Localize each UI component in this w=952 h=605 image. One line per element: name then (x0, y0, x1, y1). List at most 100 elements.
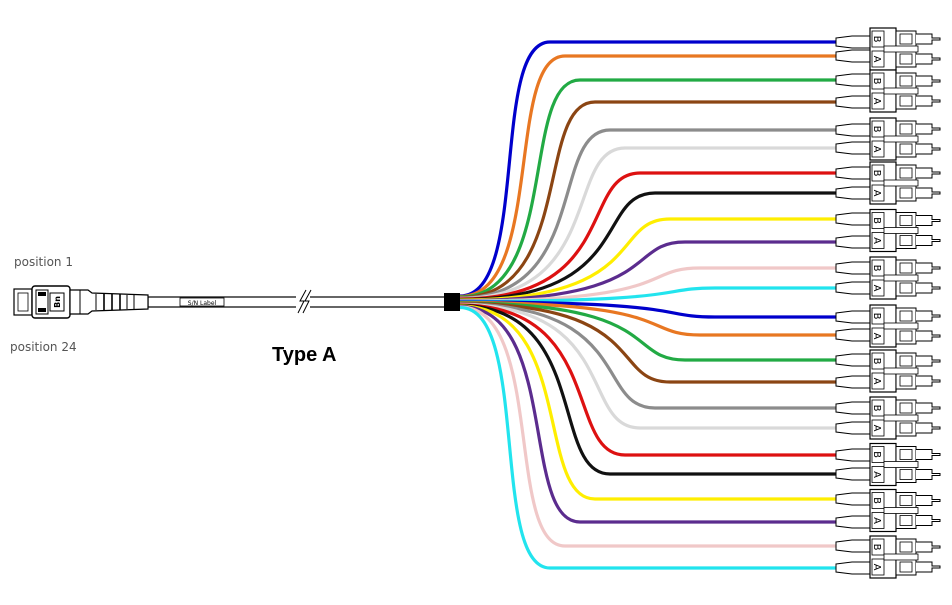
duplex-connector-3: BA (835, 117, 941, 161)
connector-label-text: B (871, 313, 882, 320)
connector-label-text: B (871, 170, 882, 177)
connector-ferrule-tip (916, 235, 941, 246)
duplex-clip (883, 179, 919, 187)
connector-boot (835, 561, 871, 575)
connector-ferrule-inner (899, 215, 913, 226)
fiber-9 (458, 217, 838, 302)
connector-ferrule-inner (899, 53, 913, 65)
connector-ferrule-tip (916, 449, 941, 460)
connector-ferrule-tip (916, 53, 941, 65)
connector-label-cell (871, 419, 885, 437)
connector-ferrule-tip (916, 310, 941, 322)
duplex-clip (883, 274, 919, 282)
connector-label-text: A (871, 190, 882, 197)
connector-ferrule-tip (916, 469, 941, 480)
connector-ferrule-inner (899, 515, 913, 526)
connector-ferrule-tip (916, 215, 941, 226)
connector-ferrule-inner (899, 310, 913, 322)
fiber-5 (458, 128, 838, 300)
connector-boot (835, 186, 871, 200)
connector-label-cell (871, 212, 885, 229)
duplex-connector-6: BA (835, 256, 941, 300)
connector-ferrule-tip (916, 95, 941, 107)
connector-ferrule-inner (899, 143, 913, 155)
duplex-connector-2: BA (835, 69, 941, 113)
duplex-connector-10: BA (835, 442, 941, 487)
duplex-connector-4: BA (835, 161, 941, 205)
connector-label-text: A (871, 517, 882, 524)
duplex-clip (883, 45, 919, 53)
connector-label-cell (871, 232, 885, 249)
connector-boot (835, 328, 871, 342)
connector-label-cell (871, 399, 885, 417)
fiber-19 (458, 303, 838, 457)
fiber-10 (458, 240, 838, 303)
fiber-6 (458, 146, 838, 301)
connector-ferrule-tip (916, 262, 941, 274)
fiber-15 (458, 301, 838, 362)
connector-boot (835, 421, 871, 435)
connector-ferrule-tip (916, 75, 941, 87)
connector-boot (835, 281, 871, 295)
fiber-8 (458, 191, 838, 302)
fiber-11 (458, 266, 838, 303)
connector-boot (835, 95, 871, 109)
connector-ferrule-tip (916, 541, 941, 553)
connector-boot (835, 166, 871, 180)
duplex-connector-9: BA (835, 396, 941, 440)
duplex-connector-12: BA (835, 535, 941, 579)
connector-boot (835, 123, 871, 137)
connector-ferrule-tip (916, 143, 941, 155)
connector-ferrule-inner (899, 75, 913, 87)
connector-label-cell (871, 50, 885, 68)
connector-label-cell (871, 466, 885, 483)
fiber-22 (458, 304, 838, 524)
connector-label-cell (871, 538, 885, 556)
duplex-connector-11: BA (835, 488, 941, 533)
connector-boot (835, 35, 871, 49)
connector-label-cell (871, 92, 885, 110)
fiber-21 (458, 304, 838, 501)
fiber-12 (458, 286, 838, 304)
connector-boot (835, 310, 871, 324)
mpo-connector-text: Bn (53, 296, 62, 308)
connector-ferrule-tip (916, 375, 941, 387)
connector-ferrule-inner (899, 282, 913, 294)
duplex-connector-1: BA (835, 27, 941, 71)
connector-label-cell (871, 184, 885, 202)
connector-boot (835, 401, 871, 415)
duplex-clip (883, 367, 919, 375)
connector-boot (835, 515, 871, 529)
connector-label-text: A (871, 471, 882, 478)
connector-ferrule-tip (916, 187, 941, 199)
connector-ferrule-tip (916, 495, 941, 506)
duplex-connector-5: BA (835, 208, 941, 253)
connector-ferrule-inner (899, 123, 913, 135)
connector-label-text: A (871, 378, 882, 385)
fiber-17 (458, 302, 838, 410)
connector-ferrule-inner (899, 187, 913, 199)
connector-ferrule-tip (916, 515, 941, 526)
connector-label-cell (871, 352, 885, 370)
connector-label-text: B (871, 36, 882, 43)
connector-ferrule-inner (899, 449, 913, 460)
fiber-13 (458, 300, 838, 319)
duplex-clip (883, 507, 919, 514)
connector-label-text: B (871, 217, 882, 224)
trunk-cable: S/N Label (147, 289, 447, 314)
connector-label-text: B (871, 451, 882, 458)
connector-ferrule-tip (916, 167, 941, 179)
connector-ferrule-inner (899, 469, 913, 480)
connector-ferrule-inner (899, 541, 913, 553)
connector-ferrule-inner (899, 330, 913, 342)
position-1-label: position 1 (14, 255, 73, 269)
connector-boot (835, 539, 871, 553)
duplex-connector-8: BA (835, 349, 941, 393)
connector-boot (835, 73, 871, 87)
duplex-connector-7: BA (835, 304, 941, 348)
mpo-connector: Bn (13, 285, 149, 319)
fiber-3 (458, 78, 838, 299)
connector-label-text: B (871, 126, 882, 133)
connector-label-cell (871, 492, 885, 509)
connector-ferrule-inner (899, 422, 913, 434)
